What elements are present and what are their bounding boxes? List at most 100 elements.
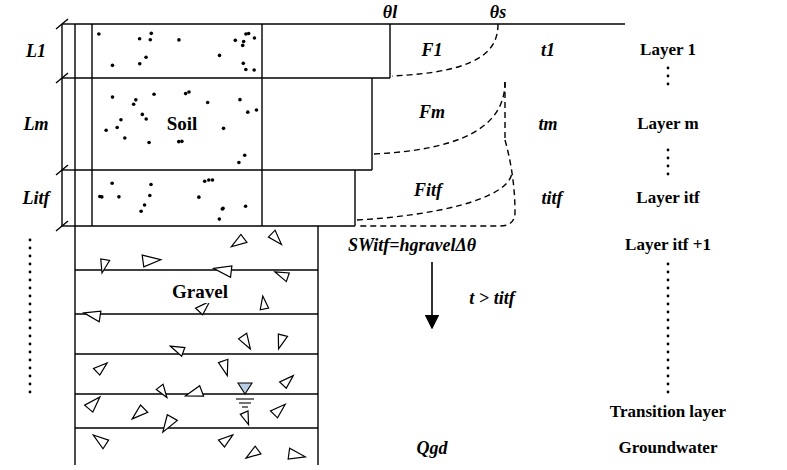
soil-dot [177,140,181,144]
ellipsis-dot [667,173,670,176]
material-region: Soil [92,24,262,226]
soil-dot [104,128,108,132]
soil-dot [119,118,123,122]
ellipsis-dot [667,67,670,70]
ellipsis-dot [667,327,670,330]
gravel-stone [231,234,247,246]
symbol-label: SWitf=hgravelΔθ [346,235,478,256]
soil-dot [141,113,145,117]
soil-dot [238,98,242,102]
symbol-label: Litf [21,188,52,209]
gravel-stone [239,333,251,349]
ellipsis-dot [29,351,32,354]
ellipsis-dot [29,255,32,258]
layer-name: Layer m [635,114,701,134]
ellipsis-dot [667,343,670,346]
soil-dot [111,95,115,99]
soil-dot [253,36,257,40]
ellipsis-dot [29,343,32,346]
gravel-stone [101,259,110,273]
wetting-front-curve [392,24,498,76]
gravel-stone [214,266,232,278]
layer-name: Layer itf +1 [623,235,713,255]
symbol-label: Fm [417,102,447,123]
gravel-stone [280,376,294,389]
gravel-stone [156,384,167,397]
gravel-layer-line [75,269,318,270]
layer-boundary [75,169,372,170]
gravel-stone [246,446,261,458]
soil-dot [148,194,152,198]
soil-dot [144,117,148,121]
soil-dot [132,103,136,107]
soil-dot [144,55,148,59]
ellipsis-dot [667,75,670,78]
soil-dot [134,98,138,102]
gravel-stone [85,397,100,412]
gravel-stone [270,404,285,417]
dimension-extension [62,225,75,226]
soil-dot [244,68,248,72]
water-table-line [242,406,248,407]
ellipsis-dot [29,239,32,242]
soil-wall [261,24,262,226]
soil-dot [242,40,246,44]
symbol-label: Qgd [415,438,450,459]
gravel-stone [218,435,232,447]
flow-arrow [431,262,433,328]
symbol-label: tm [536,114,559,135]
symbol-label: F1 [419,40,444,61]
symbol-label: titf [540,188,565,209]
soil-dot [110,181,114,185]
soil-dot [218,54,222,58]
gravel-stone [132,405,148,419]
soil-dot [152,92,156,96]
ellipsis-dot [667,335,670,338]
ellipsis-dot [667,263,670,266]
soil-particles [97,32,258,221]
ellipsis-dot [29,271,32,274]
soil-dot [197,195,201,199]
soil-dot [222,127,226,131]
dimension-extension [62,77,75,78]
wetting-front-curve [504,82,505,140]
soil-dot [211,178,215,182]
dimension-extension [62,169,75,170]
ellipsis-dot [667,311,670,314]
ellipsis-dot [667,165,670,168]
soil-dot [244,32,248,36]
symbol-label: t1 [539,40,557,61]
symbol-label: Lm [22,114,51,135]
ellipsis-dot [667,359,670,362]
ellipsis-dot [667,383,670,386]
soil-dot [100,195,104,199]
gravel-stone [218,359,227,375]
water-table-line [239,402,251,403]
ellipsis-dot [29,279,32,282]
symbol-label: θl [381,2,399,23]
gravel-stone [93,435,108,449]
ellipsis-dot [29,295,32,298]
soil-dot [139,209,143,213]
gravel-stone [288,448,305,459]
column-wall [74,24,75,465]
gravel-stone [186,386,204,396]
gravel-stone [84,311,101,322]
material-region: Gravel [75,226,318,465]
soil-dot [149,38,153,42]
soil-dot [241,62,245,66]
region-name: Gravel [170,281,230,303]
soil-dot [218,217,222,221]
ellipsis-dot [667,295,670,298]
ellipsis-dot [29,247,32,250]
soil-dot [149,183,153,187]
ellipsis-dot [29,367,32,370]
initial-moisture-line [371,78,372,170]
gravel-particles [84,230,305,459]
dimension-extension [62,23,75,24]
gravel-stone [196,301,210,314]
gravel-layer-line [75,427,318,428]
soil-dot [147,141,151,145]
